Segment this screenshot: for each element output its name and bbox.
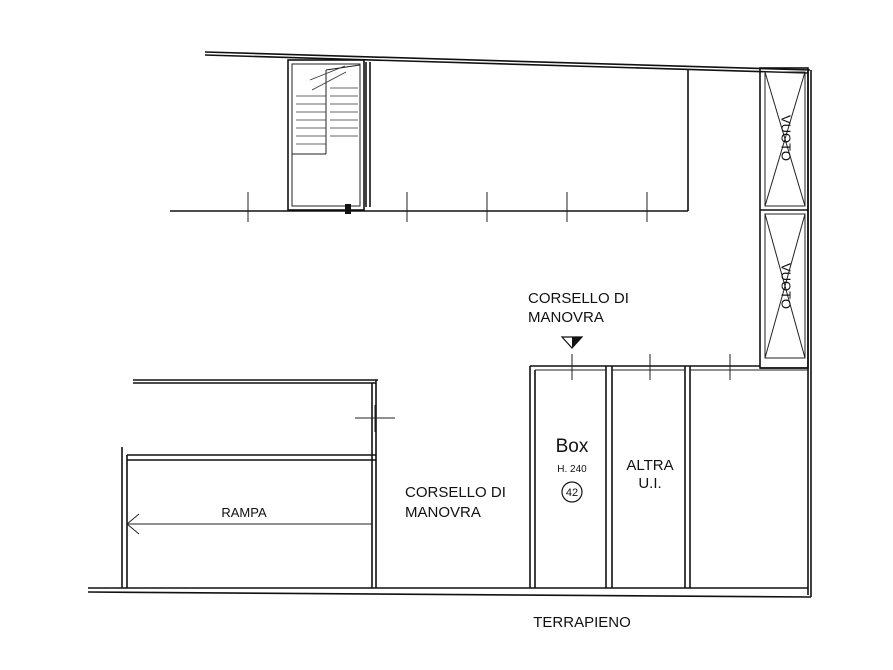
- stairwell: [287, 59, 365, 214]
- corsello-upper-line2: MANOVRA: [528, 309, 604, 326]
- void-shafts: [759, 67, 809, 369]
- terrapieno-label: TERRAPIENO: [533, 614, 631, 631]
- box-height: H. 240: [557, 464, 587, 475]
- box-title: Box: [556, 436, 589, 457]
- corsello-lower-line1: CORSELLO DI: [405, 484, 506, 501]
- vuoto-label-2: VUOTO: [779, 263, 794, 309]
- altra-ui-line1: ALTRA: [626, 457, 673, 474]
- upper-corridor-line: [170, 62, 689, 222]
- box-number: 42: [566, 487, 578, 499]
- altra-ui-line2: U.I.: [638, 475, 661, 492]
- garage-boxes: [529, 354, 808, 588]
- box-number-badge: 42: [561, 481, 583, 503]
- bottom-boundary-walls: [87, 587, 812, 598]
- rampa-label: RAMPA: [221, 505, 267, 520]
- corsello-upper-line1: CORSELLO DI: [528, 290, 629, 307]
- level-marker-icon: [560, 336, 584, 349]
- top-boundary-walls: [204, 51, 812, 597]
- vuoto-label-1: VUOTO: [779, 115, 794, 161]
- ramp-area: [121, 379, 395, 588]
- corsello-lower-line2: MANOVRA: [405, 504, 481, 521]
